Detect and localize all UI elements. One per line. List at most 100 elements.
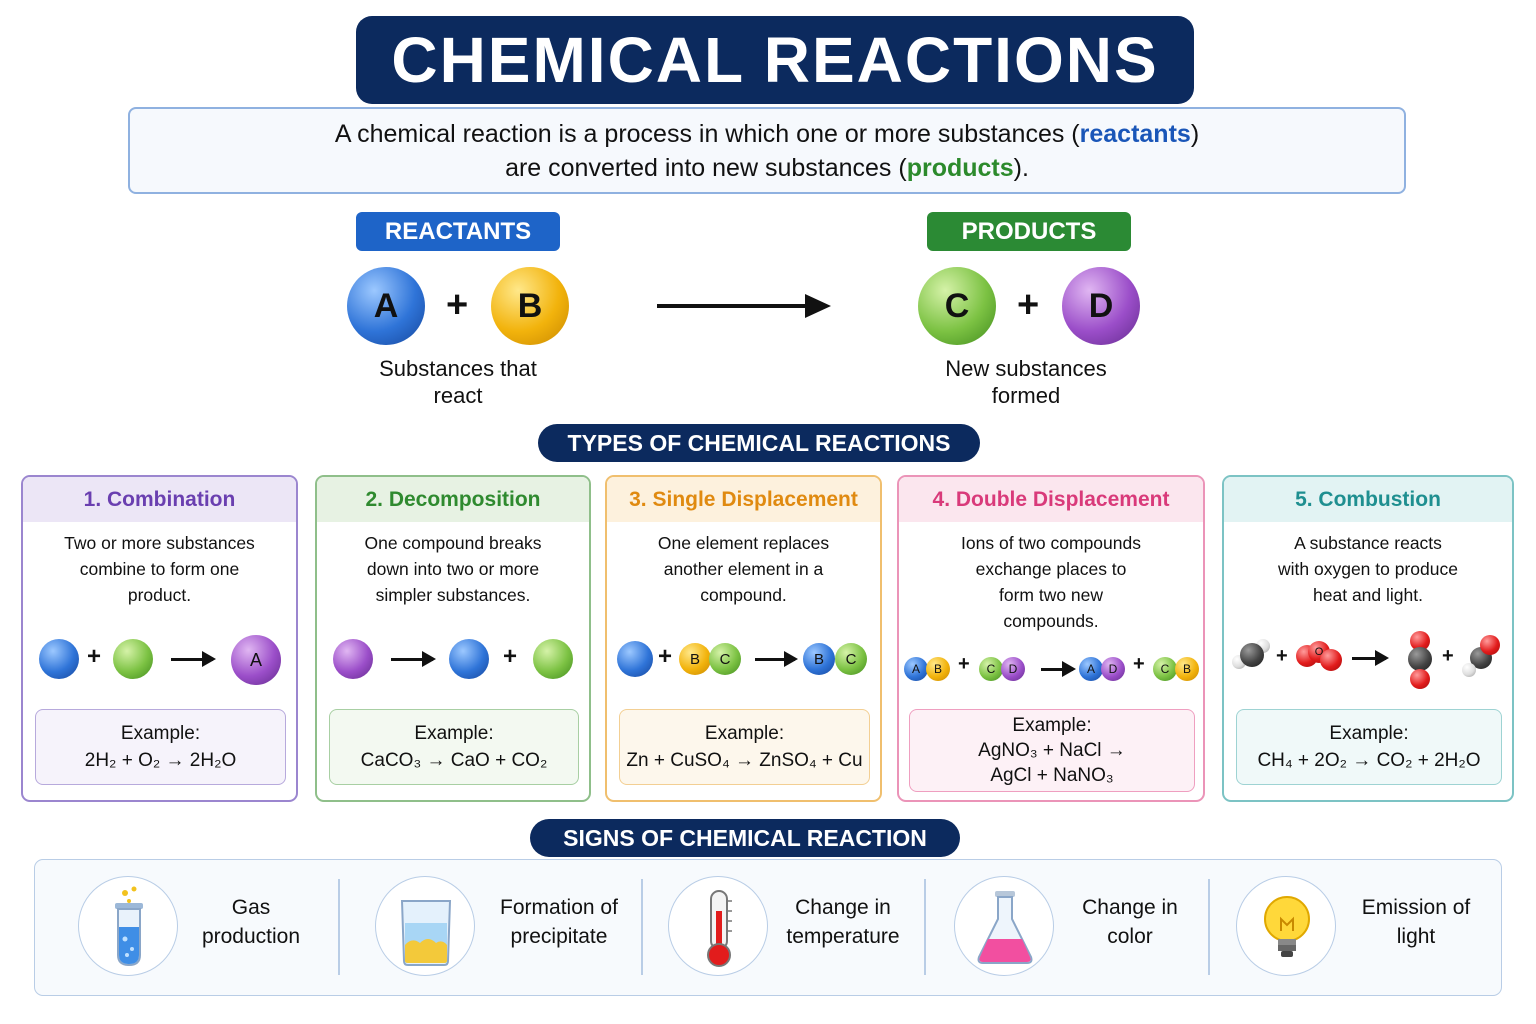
plus-sign: + <box>958 653 970 675</box>
atom-c: C <box>979 657 1003 681</box>
plus-sign: + <box>658 643 673 670</box>
reactants-caption: Substances that react <box>379 356 537 408</box>
carbon-atom <box>1408 647 1432 671</box>
reactant-b-ball: B <box>491 267 569 345</box>
card-combination: 1. Combination Two or more substances co… <box>21 475 298 802</box>
card-description: One compound breaks down into two or mor… <box>364 533 542 605</box>
divider <box>338 879 340 975</box>
oxygen-atom <box>1480 635 1500 655</box>
atom <box>449 639 489 679</box>
plus-sign: + <box>446 284 469 326</box>
arrow-icon <box>755 651 798 667</box>
hydrogen-atom <box>1462 663 1476 677</box>
types-heading: TYPES OF CHEMICAL REACTIONS <box>538 424 980 462</box>
atom-a: A <box>1079 657 1103 681</box>
card-title: 4. Double Displacement <box>899 477 1203 522</box>
card-double-displacement: 4. Double Displacement Ions of two compo… <box>897 475 1205 802</box>
plus-sign: + <box>87 643 102 670</box>
double-displacement-diagram: A B + C D A D + C B <box>899 647 1203 699</box>
page-title: CHEMICAL REACTIONS <box>356 16 1194 104</box>
example-equation: Zn + CuSO₄ → ZnSO₄ + Cu <box>626 750 863 771</box>
example-box: Example: AgNO₃ + NaCl → AgCl + NaNO₃ <box>909 709 1195 792</box>
example-box: Example: Zn + CuSO₄ → ZnSO₄ + Cu <box>619 709 870 785</box>
divider <box>924 879 926 975</box>
example-box: Example: CaCO₃ → CaO + CO₂ <box>329 709 579 785</box>
example-equation: CaCO₃ → CaO + CO₂ <box>360 750 548 771</box>
combustion-diagram: + O + <box>1224 631 1512 689</box>
oxygen-atom <box>1410 669 1430 689</box>
reactant-a-ball: A <box>347 267 425 345</box>
atom-b: B <box>1175 657 1199 681</box>
single-displacement-diagram: + B C B C <box>607 633 880 685</box>
atom <box>333 639 373 679</box>
card-description: One element replaces another element in … <box>657 533 830 605</box>
arrow-icon <box>171 651 216 667</box>
plus-sign: + <box>503 643 518 670</box>
sign-label: Change in color <box>1082 896 1178 948</box>
atom-c: C <box>835 643 867 675</box>
thermometer-icon <box>668 876 768 976</box>
example-box: Example: CH₄ + 2O₂ → CO₂ + 2H₂O <box>1236 709 1502 785</box>
sign-label: Emission of light <box>1361 896 1471 948</box>
reaction-arrow-icon <box>657 294 831 318</box>
plus-sign: + <box>1017 284 1040 326</box>
card-combustion: 5. Combustion A substance reacts with ox… <box>1222 475 1514 802</box>
carbon-atom <box>1240 643 1264 667</box>
flask-icon <box>954 876 1054 976</box>
atom-a: A <box>904 657 928 681</box>
card-single-displacement: 3. Single Displacement One element repla… <box>605 475 882 802</box>
card-title: 3. Single Displacement <box>607 477 880 522</box>
divider <box>1208 879 1210 975</box>
test-tube-icon <box>78 876 178 976</box>
example-equation-line-2: AgCl + NaNO₃ <box>990 765 1114 786</box>
definition-line-2: are converted into new substances (produ… <box>505 153 1029 182</box>
atom-c: C <box>709 643 741 675</box>
atom-d: D <box>1001 657 1025 681</box>
sign-label: Change in temperature <box>786 896 900 948</box>
products-label: PRODUCTS <box>927 212 1131 251</box>
atom <box>113 639 153 679</box>
sign-label: Formation of precipitate <box>500 896 618 948</box>
plus-sign: + <box>1133 653 1145 675</box>
product-ball: A <box>231 635 281 685</box>
atom-b: B <box>803 643 835 675</box>
card-description: Ions of two compounds exchange places to… <box>961 533 1141 631</box>
products-caption: New substances formed <box>945 356 1107 408</box>
definition-line-1: A chemical reaction is a process in whic… <box>334 119 1200 148</box>
example-equation-line-1: AgNO₃ + NaCl → <box>978 740 1126 761</box>
divider <box>641 879 643 975</box>
card-decomposition: 2. Decomposition One compound breaks dow… <box>315 475 591 802</box>
sign-label: Gas production <box>201 896 301 948</box>
atom-b: B <box>679 643 711 675</box>
atom-c: C <box>1153 657 1177 681</box>
arrow-icon <box>391 651 436 667</box>
atom <box>533 639 573 679</box>
products-highlight: products <box>906 153 1014 182</box>
light-bulb-icon <box>1236 876 1336 976</box>
example-equation: 2H₂ + O₂ → 2H₂O <box>84 750 237 771</box>
definition-box: A chemical reaction is a process in whic… <box>128 107 1406 194</box>
oxygen-atom <box>1320 649 1342 671</box>
card-description: A substance reacts with oxygen to produc… <box>1278 533 1458 605</box>
signs-heading: SIGNS OF CHEMICAL REACTION <box>530 819 960 857</box>
plus-sign: + <box>1442 645 1454 667</box>
card-title: 2. Decomposition <box>317 477 589 522</box>
arrow-icon <box>1352 650 1389 666</box>
atom-b: B <box>926 657 950 681</box>
reactants-label: REACTANTS <box>356 212 560 251</box>
plus-sign: + <box>1276 645 1288 667</box>
example-equation: CH₄ + 2O₂ → CO₂ + 2H₂O <box>1257 750 1481 771</box>
card-title: 5. Combustion <box>1224 477 1512 522</box>
atom <box>617 641 653 677</box>
decomposition-diagram: + <box>317 633 589 685</box>
arrow-icon <box>1041 661 1076 677</box>
product-d-ball: D <box>1062 267 1140 345</box>
example-box: Example: 2H₂ + O₂ → 2H₂O <box>35 709 286 785</box>
beaker-icon <box>375 876 475 976</box>
oxygen-atom <box>1410 631 1430 651</box>
reactants-highlight: reactants <box>1079 119 1191 148</box>
atom <box>39 639 79 679</box>
combination-diagram: + A <box>23 633 296 685</box>
atom-d: D <box>1101 657 1125 681</box>
card-description: Two or more substances combine to form o… <box>64 533 255 605</box>
